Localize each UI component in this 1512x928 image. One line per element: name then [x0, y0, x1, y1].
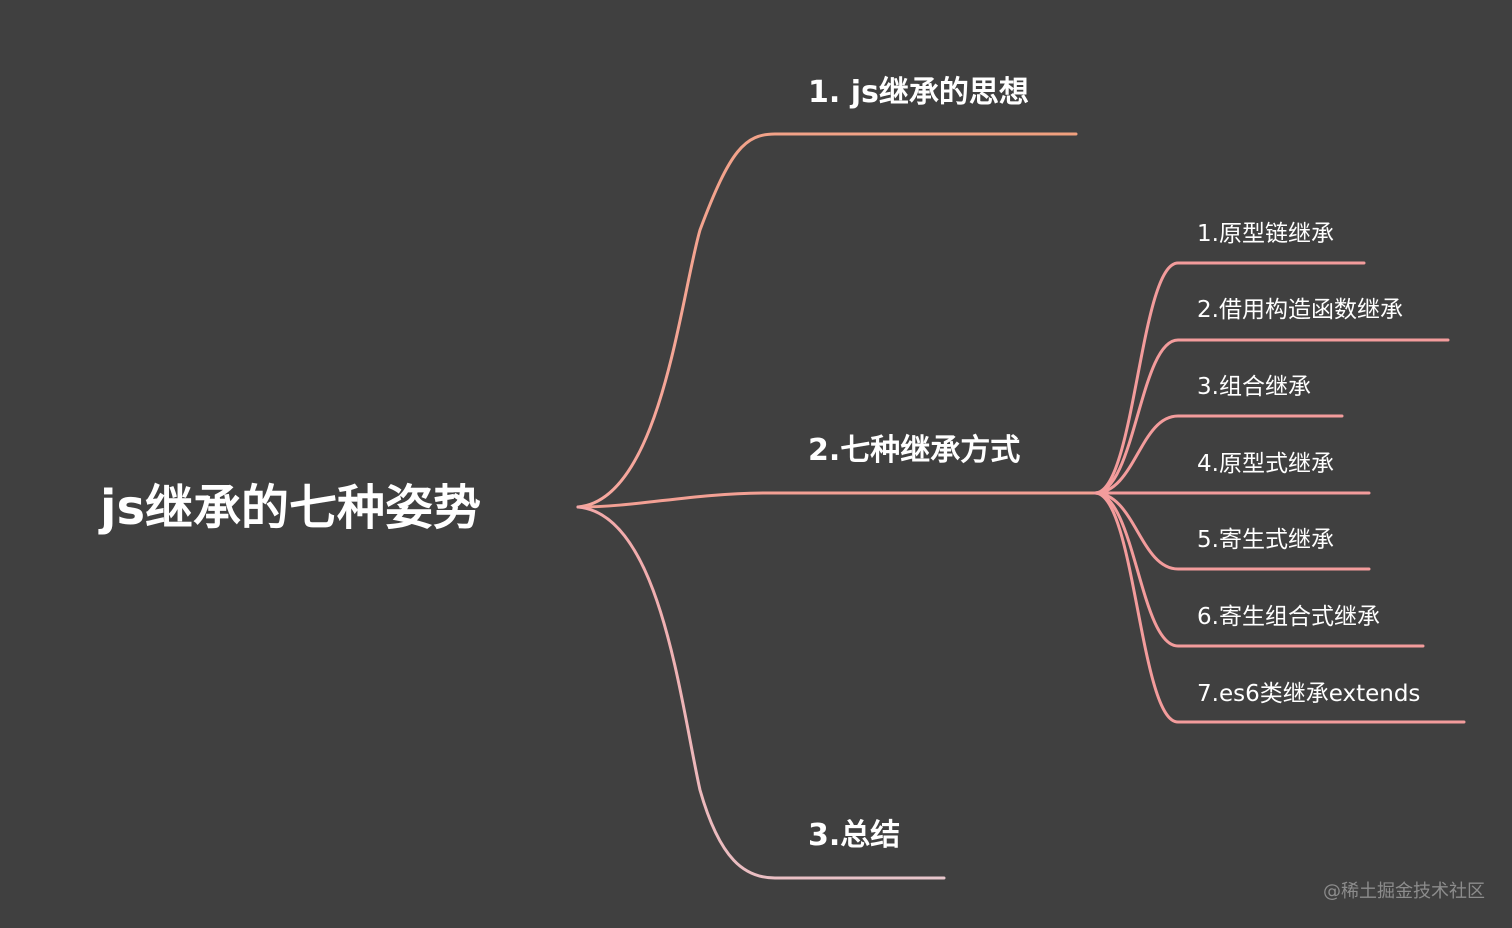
connector-branch-3: [576, 505, 946, 880]
branch-3-label: 3.总结: [808, 818, 900, 853]
root-title: js继承的七种姿势: [98, 480, 481, 536]
connector-branch-1: [576, 132, 1078, 509]
leaf-node-1[interactable]: 1.原型链继承: [1197, 221, 1334, 247]
connector-leaf-2: [1093, 338, 1450, 495]
branch-node-3[interactable]: 3.总结: [808, 818, 900, 853]
connector-leaf-5: [1093, 491, 1371, 571]
leaf-3-label: 3.组合继承: [1197, 374, 1311, 400]
leaf-node-7[interactable]: 7.es6类继承extends: [1197, 681, 1420, 707]
branch-1-label: 1. js继承的思想: [808, 75, 1029, 110]
leaf-5-label: 5.寄生式继承: [1197, 527, 1334, 553]
leaf-node-6[interactable]: 6.寄生组合式继承: [1197, 604, 1380, 630]
connector-branch-2: [576, 491, 1097, 509]
leaf-node-3[interactable]: 3.组合继承: [1197, 374, 1311, 400]
leaf-7-label: 7.es6类继承extends: [1197, 681, 1420, 707]
watermark: @稀土掘金技术社区: [1323, 881, 1485, 902]
leaf-1-label: 1.原型链继承: [1197, 221, 1334, 247]
leaf-node-2[interactable]: 2.借用构造函数继承: [1197, 297, 1403, 323]
leaf-node-5[interactable]: 5.寄生式继承: [1197, 527, 1334, 553]
leaf-2-label: 2.借用构造函数继承: [1197, 297, 1403, 323]
leaf-node-4[interactable]: 4.原型式继承: [1197, 451, 1334, 477]
connector-leaf-7: [1093, 491, 1466, 724]
connector-leaf-6: [1093, 491, 1425, 648]
branch-2-label: 2.七种继承方式: [808, 433, 1020, 468]
leaf-6-label: 6.寄生组合式继承: [1197, 604, 1380, 630]
root-node[interactable]: js继承的七种姿势: [98, 480, 481, 536]
branch-node-2[interactable]: 2.七种继承方式: [808, 433, 1020, 468]
branch-node-1[interactable]: 1. js继承的思想: [808, 75, 1029, 110]
leaf-4-label: 4.原型式继承: [1197, 451, 1334, 477]
connector-leaf-1: [1093, 261, 1366, 495]
connector-leaf-3: [1093, 414, 1344, 495]
connector-lines: [576, 132, 1466, 880]
